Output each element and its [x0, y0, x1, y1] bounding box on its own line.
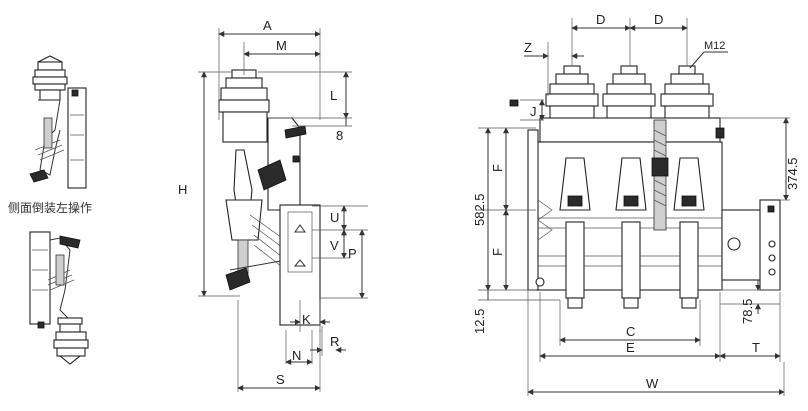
- dim-E: E: [626, 340, 635, 355]
- left-view-top: [29, 55, 87, 189]
- dim-F2: F: [490, 248, 505, 256]
- dim-374-5: 374.5: [785, 157, 800, 190]
- dim-D2: D: [654, 12, 663, 27]
- dim-L: L: [330, 88, 337, 103]
- dim-78-5: 78.5: [740, 299, 755, 324]
- side-view-dimensions: A M H L 8 U V P K: [178, 18, 368, 392]
- dim-R: R: [330, 334, 339, 349]
- fuse-2: [615, 157, 647, 309]
- dim-W: W: [646, 376, 659, 391]
- dim-F1: F: [490, 164, 505, 172]
- dim-N: N: [292, 348, 301, 363]
- dim-8: 8: [336, 128, 343, 143]
- dim-T: T: [752, 340, 760, 355]
- fuse-1: [559, 157, 591, 309]
- dim-K: K: [302, 312, 311, 327]
- side-view-caption: 侧面倒装左操作: [8, 200, 92, 215]
- dim-S: S: [276, 372, 285, 387]
- front-view-dimensions: D D Z M12 J 582.5 F F 12.5 374.5: [472, 12, 800, 396]
- dim-D1: D: [596, 12, 605, 27]
- dim-M12: M12: [704, 40, 725, 52]
- dim-H: H: [178, 182, 187, 197]
- left-view-bottom: [29, 231, 89, 365]
- dim-V: V: [330, 238, 339, 253]
- dim-M: M: [276, 38, 287, 53]
- dim-C: C: [626, 324, 635, 339]
- dim-12-5: 12.5: [472, 309, 487, 334]
- dim-P: P: [348, 246, 357, 261]
- dim-J: J: [530, 104, 537, 119]
- dim-Z: Z: [524, 40, 532, 55]
- side-view-drawing: [218, 69, 321, 326]
- dim-582-5: 582.5: [472, 193, 487, 226]
- dim-A: A: [263, 18, 272, 33]
- front-view-drawing: [509, 65, 781, 309]
- fuse-3: [673, 157, 705, 309]
- dim-U: U: [330, 210, 339, 225]
